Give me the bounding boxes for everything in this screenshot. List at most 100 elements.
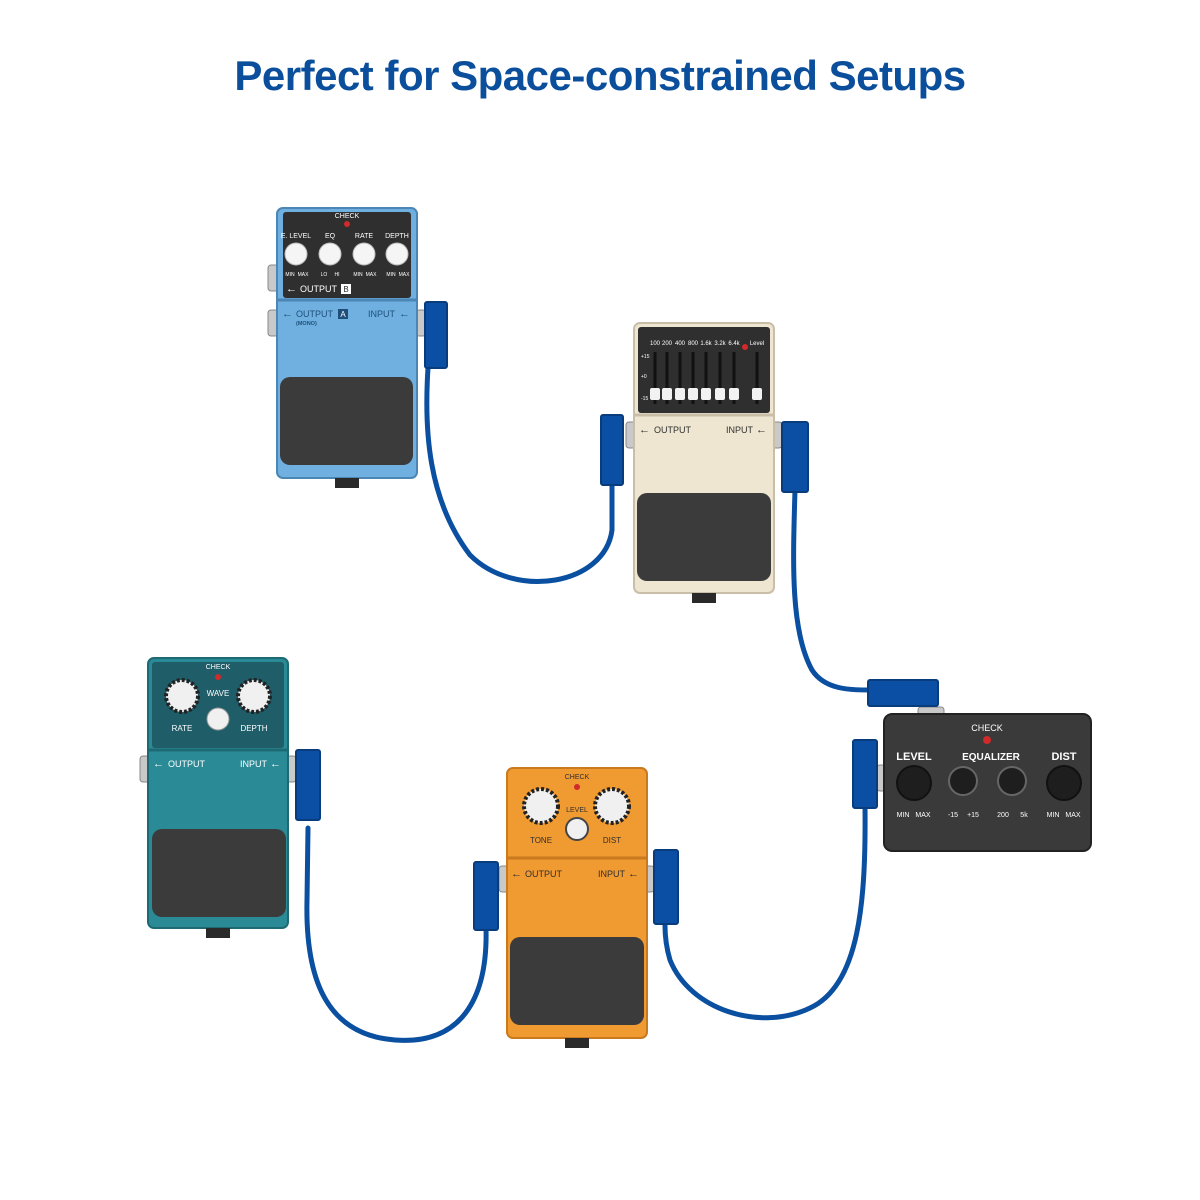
tone-label: TONE [530,836,552,845]
range-min: MIN [285,272,295,278]
check-label: CHECK [206,664,231,671]
arrow-left-icon: ← [270,758,281,770]
band-label: 100 [650,341,661,347]
output-label: OUTPUT [525,869,563,879]
knob-label-depth: DEPTH [385,233,409,240]
eq-band-labels: 100 200 400 800 1.6k 3.2k 6.4k [650,341,741,347]
e-level-knob[interactable] [284,242,308,266]
eq-low-knob[interactable] [948,766,978,796]
range-min: MIN [897,812,910,819]
eq-knob[interactable] [318,242,342,266]
range-low: -15 [948,812,958,819]
level-slider[interactable] [752,388,762,400]
power-jack [692,593,716,603]
range-max: MAX [1065,812,1081,819]
cable-distortion-to-tremolo [304,825,489,1043]
eq-slider-400[interactable] [675,388,685,400]
band-label: 1.6k [700,341,712,347]
range-high: 5k [1020,812,1028,819]
eq-slider-200[interactable] [662,388,672,400]
knob-label-rate: RATE [355,233,373,240]
eq-high-knob[interactable] [997,766,1027,796]
check-led [983,736,991,744]
control-panel [283,212,411,298]
check-led [574,784,580,790]
plug-box-top[interactable] [867,679,939,707]
output-a-badge: A [340,310,346,319]
arrow-left-icon: ← [153,758,164,770]
rate-label: RATE [172,724,193,733]
dist-knob[interactable] [1046,765,1082,801]
distortion-pedal: CHECK LEVEL TONE DIST ← OUTPUT INPUT ← [498,767,655,1048]
plug-tremolo-input[interactable] [295,749,321,821]
depth-knob[interactable] [236,678,272,714]
eq-slider-800[interactable] [688,388,698,400]
dist-label: DIST [1051,751,1076,763]
tremolo-pedal: CHECK WAVE RATE DEPTH ← OUTPUT INPUT ← [139,657,297,938]
eq-slider-100[interactable] [650,388,660,400]
output-b-badge: B [343,285,348,294]
check-label: CHECK [335,213,360,220]
scale-mid: +0 [641,374,647,380]
eq-slider-1-6k[interactable] [701,388,711,400]
plug-eq-output[interactable] [600,414,624,486]
band-label: 6.4k [728,341,740,347]
arrow-left-icon: ← [511,868,522,880]
input-label: INPUT [598,869,626,879]
depth-knob[interactable] [385,242,409,266]
range-high: +15 [967,812,979,819]
rate-knob[interactable] [352,242,376,266]
cable-chorus-to-eq [424,365,615,584]
output-a-sublabel: (MONO) [296,321,317,327]
output-a-badge-box [338,309,348,319]
scale-bottom: -15 [641,396,648,402]
plug-eq-input[interactable] [781,421,809,493]
footswitch[interactable] [637,493,771,581]
plug-chorus-input[interactable] [424,301,448,369]
arrow-left-icon: ← [282,308,293,320]
footswitch[interactable] [510,937,644,1025]
tone-knob[interactable] [522,787,560,825]
arrow-left-icon: ← [628,868,639,880]
cable-eq-to-box [791,487,875,693]
plug-distortion-input[interactable] [653,849,679,925]
dist-knob[interactable] [593,787,631,825]
plug-distortion-output[interactable] [473,861,499,931]
page-title: Perfect for Space-constrained Setups [234,52,966,99]
arrow-left-icon: ← [756,424,767,436]
cable-box-to-distortion [662,802,868,1021]
input-label: INPUT [726,425,754,435]
wave-knob[interactable] [206,707,230,731]
check-label: CHECK [565,774,590,781]
input-label: INPUT [368,309,396,319]
chorus-pedal: CHECK E. LEVEL EQ RATE DEPTH MIN MAX LO … [267,207,427,488]
dist-effect-box: CHECK LEVEL EQUALIZER DIST MIN MAX -15 +… [876,706,1092,852]
box-body [883,713,1092,852]
band-label: 800 [688,341,699,347]
knob-label-eq: EQ [325,233,336,240]
graphic-eq-pedal: 100 200 400 800 1.6k 3.2k 6.4k Level +15… [625,322,783,603]
depth-label: DEPTH [240,724,267,733]
arrow-left-icon: ← [399,308,410,320]
range-max: MAX [298,272,310,278]
level-knob[interactable] [565,817,589,841]
output-b-badge-box [341,284,351,294]
level-label: LEVEL [566,807,588,814]
footswitch[interactable] [152,829,286,917]
band-label: 3.2k [714,341,726,347]
rate-knob[interactable] [164,678,200,714]
plug-box-side[interactable] [852,739,878,809]
footswitch[interactable] [280,377,413,465]
eq-sliders [650,352,762,404]
check-led [215,674,221,680]
level-knob[interactable] [896,765,932,801]
arrow-left-icon: ← [286,283,297,295]
wave-label: WAVE [207,689,230,698]
cable-plugs [295,301,939,931]
input-label: INPUT [240,759,268,769]
band-label: 200 [662,341,673,347]
knob-label-e-level: E. LEVEL [281,233,311,240]
eq-slider-6-4k[interactable] [729,388,739,400]
eq-slider-3-2k[interactable] [715,388,725,400]
